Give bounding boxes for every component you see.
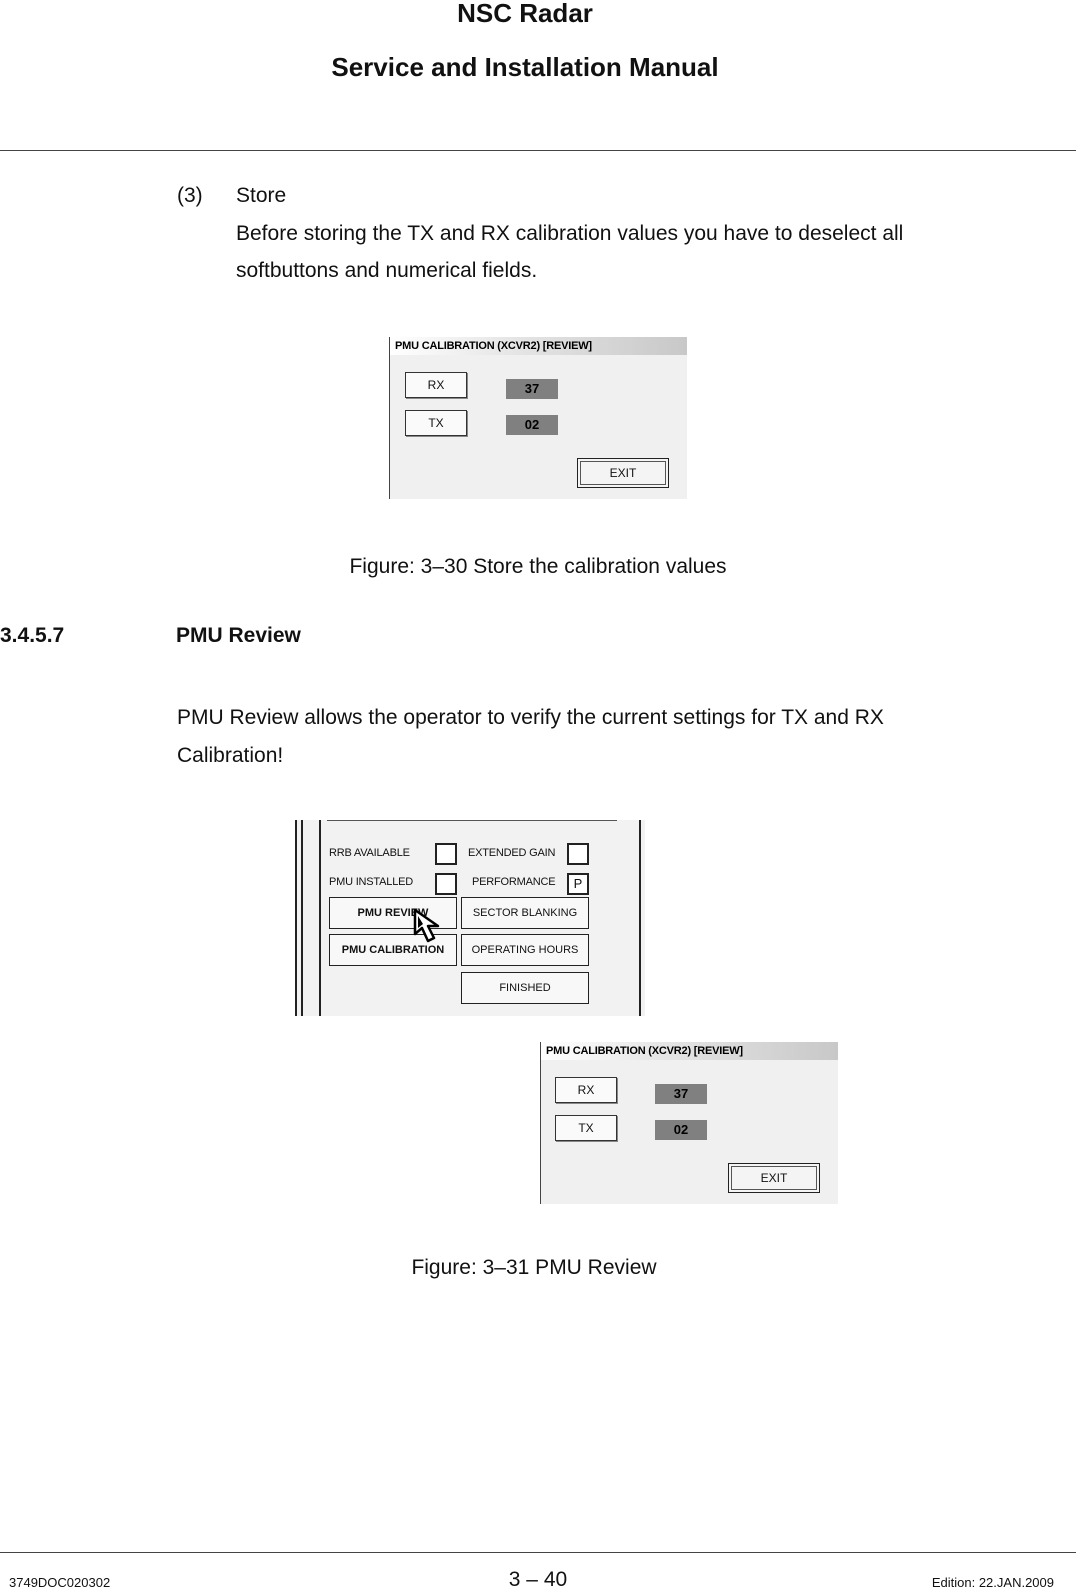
tx-button[interactable]: TX [555,1115,617,1141]
exit-button-label: EXIT [580,461,666,485]
figure1-caption: Figure: 3–30 Store the calibration value… [349,555,727,578]
pmu-calibration-button[interactable]: PMU CALIBRATION [329,934,457,966]
step-text-line1: Before storing the TX and RX calibration… [236,222,904,245]
pmu-installed-label: PMU INSTALLED [329,876,413,888]
tx-button[interactable]: TX [405,410,467,436]
footer-edition: Edition: 22.JAN.2009 [931,1575,1054,1590]
operating-hours-button[interactable]: OPERATING HOURS [461,934,589,966]
pmu-review-button[interactable]: PMU REVIEW [329,897,457,929]
footer-doc-id: 3749DOC020302 [9,1575,111,1590]
extended-gain-label: EXTENDED GAIN [468,847,556,859]
footer-rule [0,1552,1076,1553]
rx-button[interactable]: RX [555,1077,617,1103]
section-title: PMU Review [176,624,301,647]
section-number: 3.4.5.7 [0,624,65,647]
header-rule [0,150,1076,151]
performance-checkbox[interactable]: P [567,873,589,895]
panel-frame [319,820,321,1016]
rrb-available-label: RRB AVAILABLE [329,847,410,859]
pmu-review-dialog: PMU CALIBRATION (XCVR2) [REVIEW] RX TX 3… [540,1042,838,1204]
rx-value-field[interactable]: 37 [506,379,558,399]
finished-button[interactable]: FINISHED [461,972,589,1004]
document-title: NSC Radar [457,0,593,28]
pmu-calibration-dialog: PMU CALIBRATION (XCVR2) [REVIEW] RX TX 3… [389,337,687,499]
dialog-title-bar: PMU CALIBRATION (XCVR2) [REVIEW] [390,337,687,355]
exit-button-label: EXIT [731,1166,817,1190]
system-settings-panel: RRB AVAILABLE EXTENDED GAIN PMU INSTALLE… [295,820,645,1016]
panel-frame [301,820,303,1016]
figure2-caption: Figure: 3–31 PMU Review [411,1256,657,1279]
rx-value-field[interactable]: 37 [655,1084,707,1104]
step-title: Store [236,184,287,207]
panel-frame [295,820,297,1016]
panel-frame [639,820,641,1016]
sector-blanking-button[interactable]: SECTOR BLANKING [461,897,589,929]
step-number: (3) [177,184,203,207]
performance-label: PERFORMANCE [472,876,556,888]
exit-button[interactable]: EXIT [728,1163,820,1193]
pmu-installed-checkbox[interactable] [435,873,457,895]
tx-value-field[interactable]: 02 [506,415,558,435]
extended-gain-checkbox[interactable] [567,843,589,865]
dialog-title-bar: PMU CALIBRATION (XCVR2) [REVIEW] [541,1042,838,1060]
mouse-cursor-icon [413,908,440,943]
document-subtitle: Service and Installation Manual [331,52,719,82]
step-text-line2: softbuttons and numerical fields. [236,259,538,282]
exit-button[interactable]: EXIT [577,458,669,488]
footer-page-number: 3 – 40 [508,1568,568,1591]
rx-button[interactable]: RX [405,372,467,398]
section-text-line1: PMU Review allows the operator to verify… [177,706,884,729]
panel-top-edge [327,820,617,821]
rrb-available-checkbox[interactable] [435,843,457,865]
tx-value-field[interactable]: 02 [655,1120,707,1140]
section-text-line2: Calibration! [177,744,284,767]
